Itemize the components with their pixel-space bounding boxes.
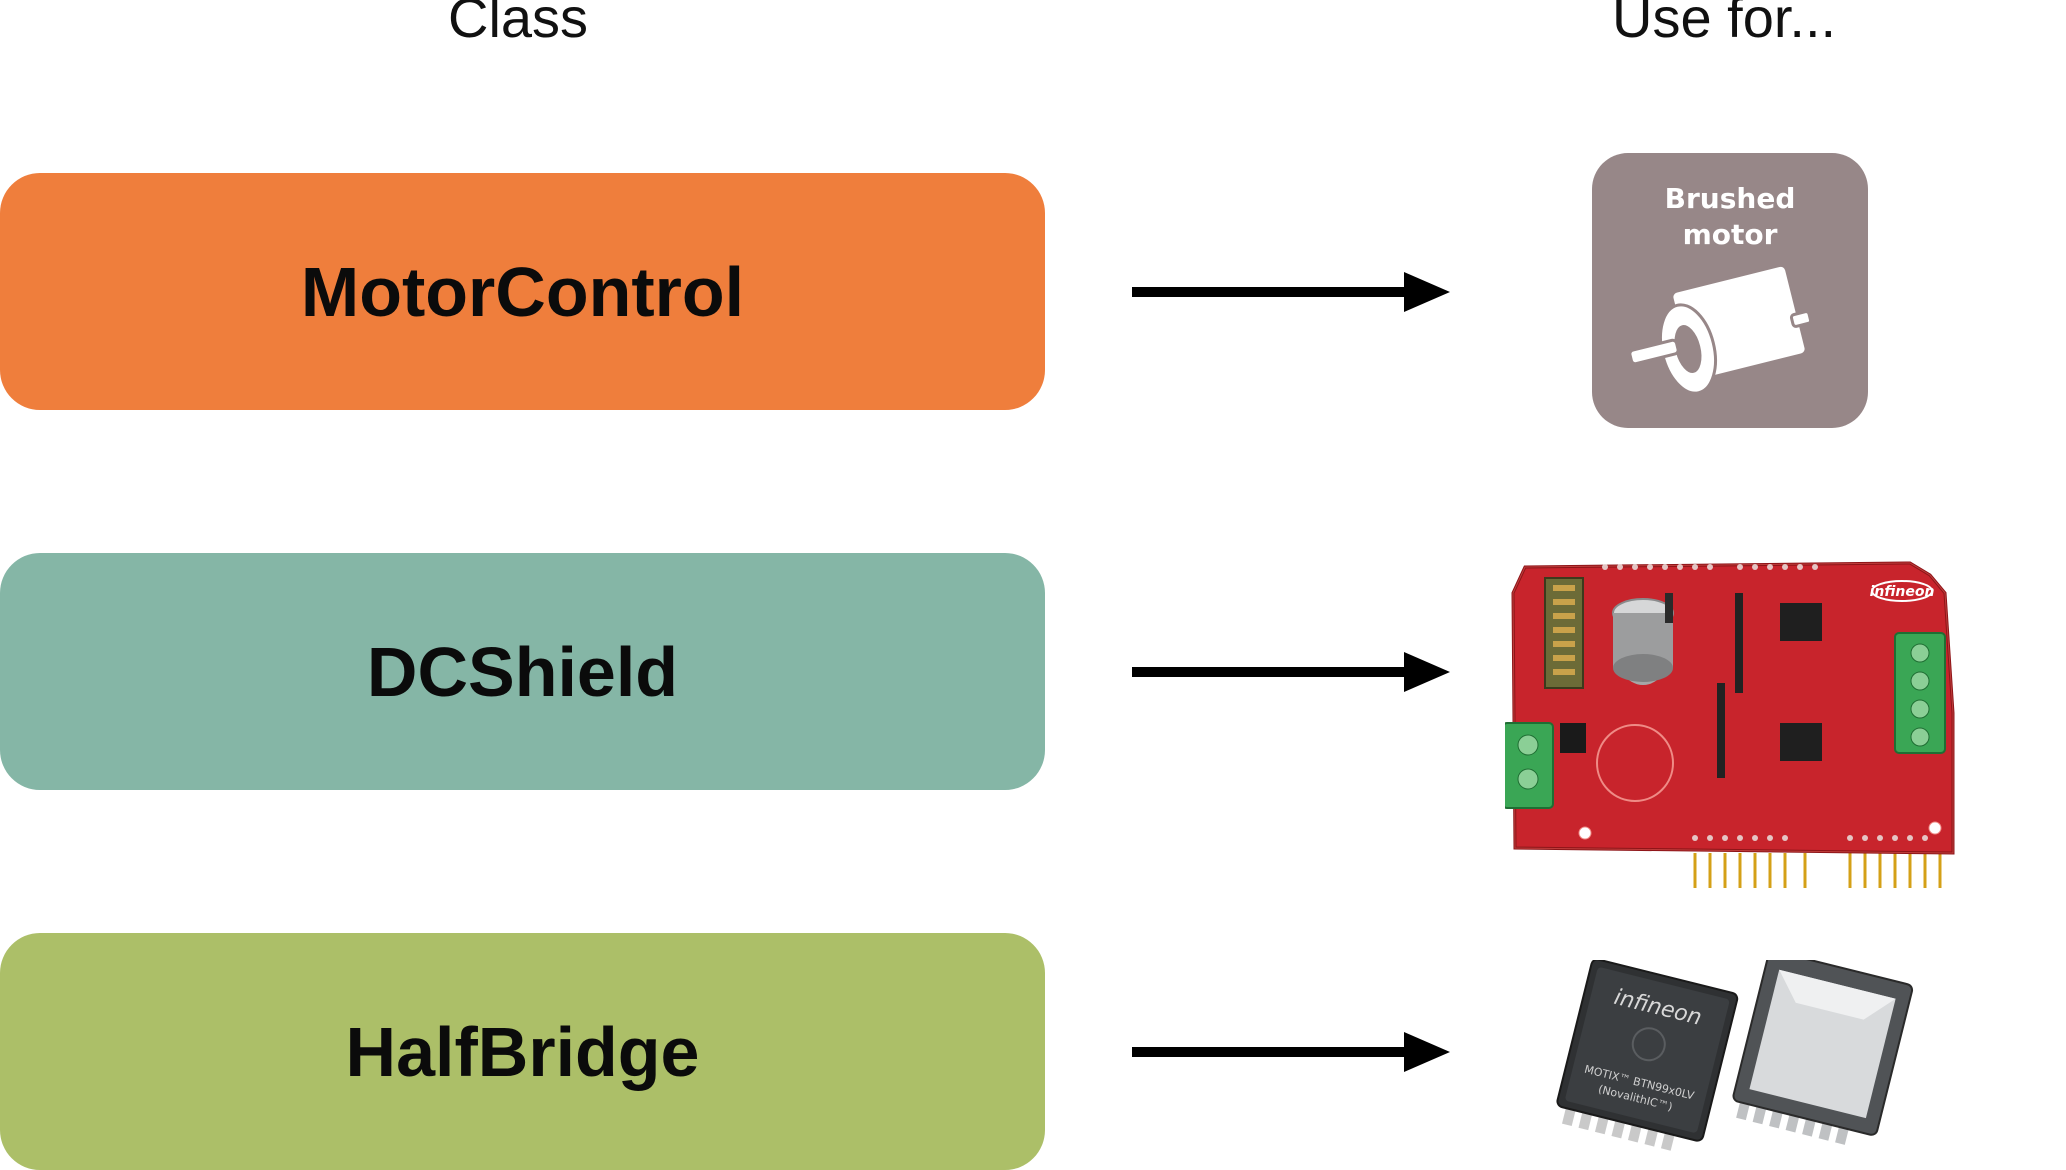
arrow-right-icon: [1132, 652, 1450, 692]
class-column-header: Class: [448, 0, 589, 49]
motor-icon: [1628, 263, 1813, 395]
dc-shield-board-image: infineon: [1505, 561, 1955, 888]
half-bridge-chip-image: infineon MOTIX™ BTN99x0LV (NovalithIC™): [1556, 960, 1914, 1151]
dcshield-class-box: DCShield: [0, 553, 1045, 790]
chip-back: [1732, 960, 1914, 1145]
header-pins: [1693, 853, 1942, 888]
halfbridge-class-box: HalfBridge: [0, 933, 1045, 1170]
chip-front: infineon MOTIX™ BTN99x0LV (NovalithIC™): [1556, 960, 1739, 1151]
motorcontrol-label: MotorControl: [300, 252, 745, 331]
screw-terminal-right: [1894, 632, 1946, 754]
motor-tile-line1: Brushed: [1665, 182, 1796, 215]
brushed-motor-tile: Brushed motor: [1592, 153, 1868, 428]
dcshield-label: DCShield: [366, 632, 679, 711]
screw-terminal-left: [1505, 722, 1554, 809]
arrow-right-icon: [1132, 1032, 1450, 1072]
arrow-right-icon: [1132, 272, 1450, 312]
shield-brand-logo: infineon: [1870, 584, 1935, 600]
halfbridge-label: HalfBridge: [345, 1012, 700, 1091]
motor-tile-line2: motor: [1683, 218, 1778, 251]
use-for-column-header: Use for...: [1612, 0, 1837, 49]
motorcontrol-class-box: MotorControl: [0, 173, 1045, 410]
